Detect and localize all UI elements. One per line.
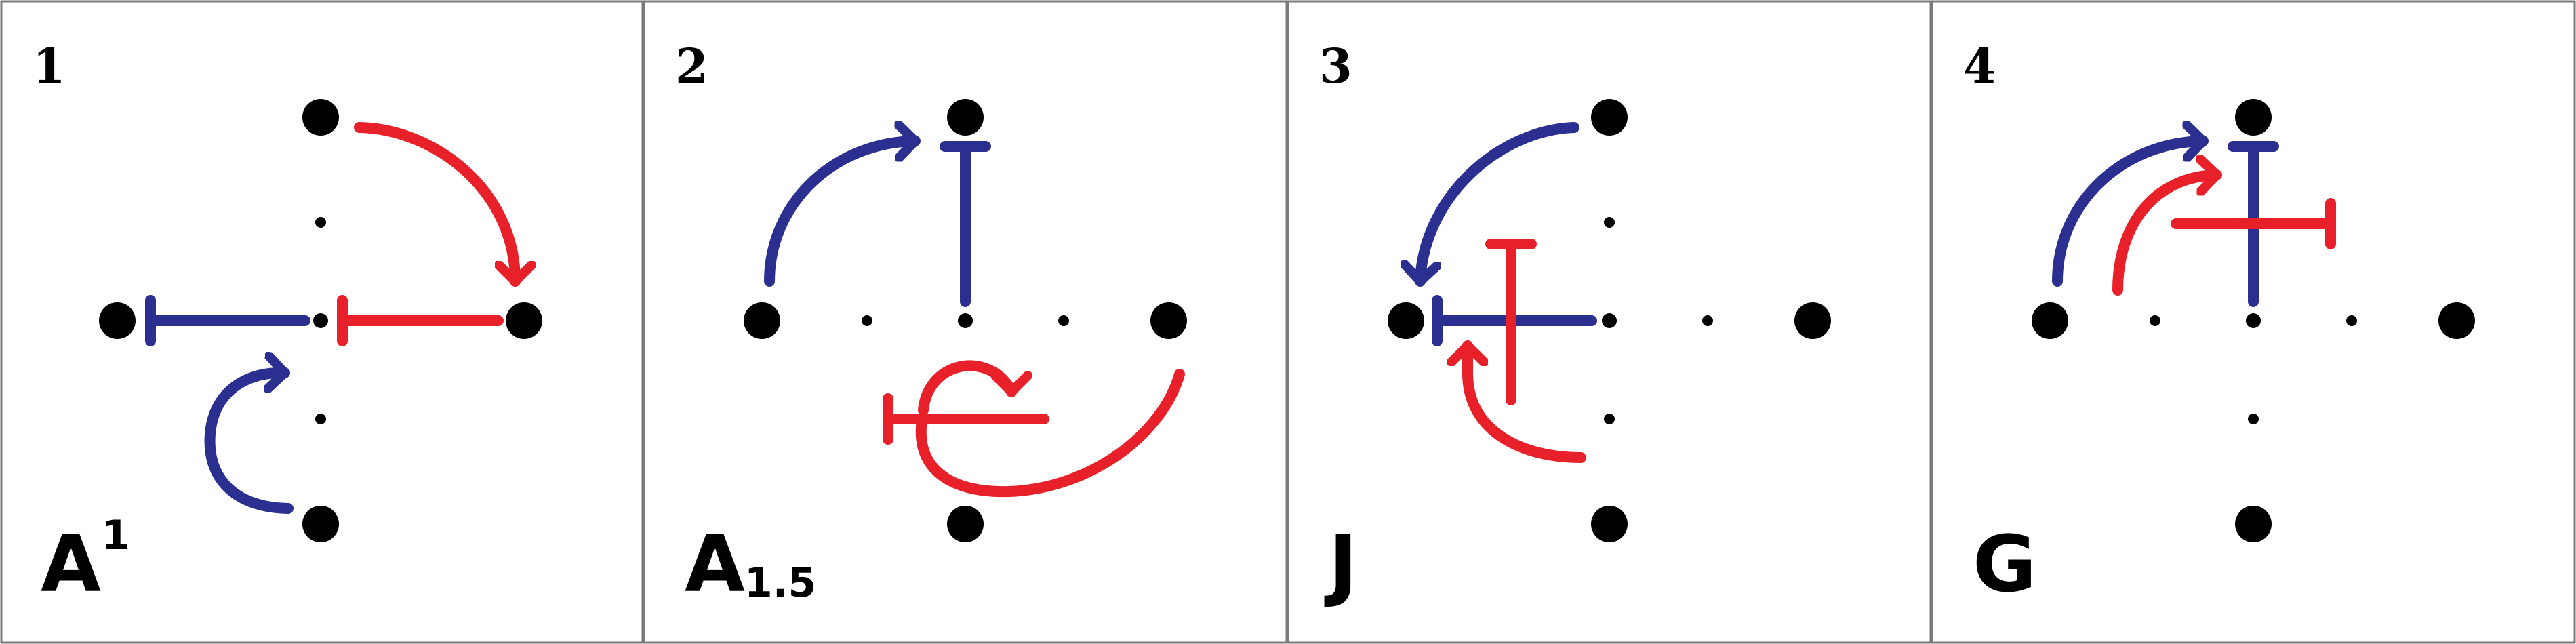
dot: [947, 99, 984, 136]
panel-2-label: A: [685, 519, 745, 610]
panel-4-red-arrow: [2112, 175, 2222, 296]
panel-1-number: 1: [33, 38, 66, 94]
dot: [1058, 315, 1069, 326]
dot: [2150, 315, 2160, 326]
dot: [2248, 414, 2259, 424]
panel-3-label: J: [1324, 519, 1358, 610]
panel-3: 3 J: [1287, 0, 1932, 644]
panel-3-blue-arrow: [1420, 122, 1579, 287]
dot: [1604, 414, 1615, 424]
dot: [2438, 302, 2475, 339]
panel-3-red-bar: [1485, 239, 1537, 405]
dot: [2346, 315, 2357, 326]
panel-2-red-bar: [883, 393, 1049, 445]
dot: [744, 302, 780, 339]
dot: [1702, 315, 1713, 326]
panel-4-blue-arrow: [2052, 141, 2209, 287]
panel-2-label-subscript: 1.5: [744, 559, 816, 607]
panel-4-label: G: [1973, 519, 2036, 610]
panel-1-label-superscript: 1: [102, 512, 130, 559]
panel-1-blue-bar: [145, 295, 310, 346]
dot: [1591, 99, 1628, 136]
dot: [2235, 99, 2272, 136]
panel-3-number: 3: [1319, 38, 1352, 94]
panel-2-blue-arrow: [764, 141, 921, 287]
panel-4-red-bar: [2171, 198, 2336, 249]
panel-4-number: 4: [1963, 38, 1996, 94]
dot: [313, 313, 328, 328]
panel-4: 4 G: [1931, 0, 2576, 644]
dot: [2032, 302, 2068, 339]
panel-1-label: A: [41, 519, 101, 610]
panel-2-red-curve: [915, 369, 1185, 498]
dot: [1388, 302, 1424, 339]
dot: [1591, 506, 1628, 542]
dot: [2246, 313, 2261, 328]
dot: [1604, 217, 1615, 228]
panel-4-dots: [2032, 99, 2475, 542]
panel-2-blue-bar: [940, 141, 991, 307]
panel-1: 1 A 1: [0, 0, 644, 644]
panel-2-red-loop-arrow: [918, 360, 1011, 416]
dot: [2235, 506, 2272, 542]
dot: [506, 302, 542, 339]
dot: [1602, 313, 1617, 328]
dot: [315, 217, 326, 228]
dot: [862, 315, 872, 326]
dot: [958, 313, 973, 328]
dot: [302, 99, 339, 136]
panel-1-dots: [99, 99, 542, 542]
dot: [99, 302, 136, 339]
dot: [947, 506, 984, 542]
panel-3-dots: [1388, 99, 1831, 542]
dot: [1794, 302, 1831, 339]
dot: [315, 414, 326, 424]
panel-2: 2 A 1.5: [643, 0, 1288, 644]
dot: [302, 506, 339, 542]
dot: [1150, 302, 1187, 339]
panel-1-blue-arrow: [204, 373, 294, 514]
panel-1-red-arrow: [354, 122, 515, 287]
panel-2-number: 2: [675, 38, 708, 94]
panel-1-red-bar: [337, 295, 504, 346]
panel-3-red-arrow: [1468, 340, 1586, 463]
